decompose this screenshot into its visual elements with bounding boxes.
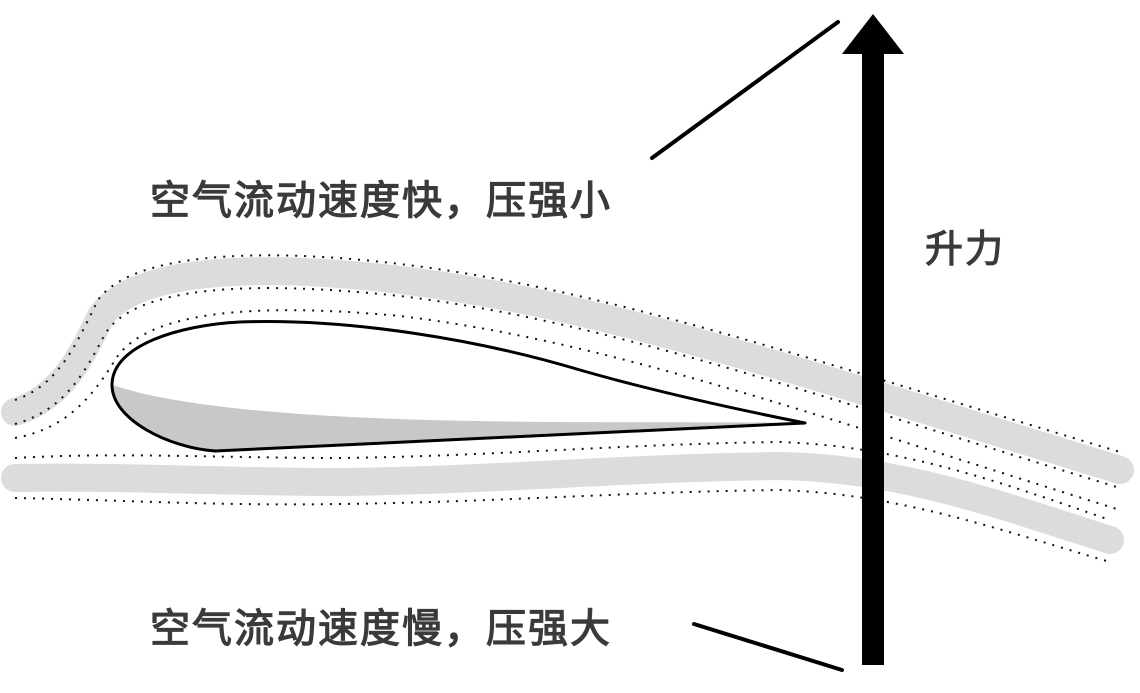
airfoil-lower-shade	[112, 385, 805, 451]
lower-stream-band	[1, 451, 1124, 554]
lower-stream-dotted-top	[14, 440, 1111, 521]
lower-airflow-stream	[1, 440, 1124, 563]
lift-arrow-shaft	[862, 50, 884, 665]
upper-airflow-stream	[1, 254, 1134, 511]
upper-stream-dotted-under	[14, 309, 1121, 511]
upper-stream-dotted-inner	[14, 287, 1121, 489]
lift-arrow-head	[842, 14, 904, 54]
airfoil	[110, 320, 807, 453]
lift-arrow	[842, 14, 904, 665]
upper-stream-dotted-outer	[14, 254, 1121, 453]
lower-leader-line	[692, 622, 844, 672]
lift-label: 升力	[925, 227, 1006, 271]
upper-flow-label: 空气流动速度快，压强小	[150, 178, 612, 224]
lower-stream-dotted-bottom	[14, 488, 1111, 563]
airfoil-outline	[110, 320, 807, 453]
upper-stream-band	[1, 257, 1134, 484]
upper-leader-line	[650, 20, 840, 160]
lower-flow-label: 空气流动速度慢，压强大	[150, 606, 612, 652]
